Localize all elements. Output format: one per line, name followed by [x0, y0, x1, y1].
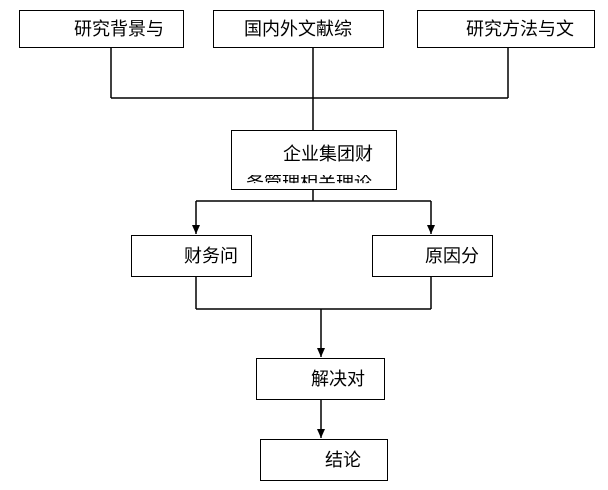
node-literature-review: 国内外文献综 [213, 10, 384, 48]
node-label: 原因分 [425, 246, 479, 267]
node-financial-problems: 财务问 [131, 235, 252, 277]
node-enterprise-group-finance: 企业集团财 务管理相关理论 [231, 130, 397, 190]
node-research-background: 研究背景与 [19, 10, 184, 48]
node-label: 研究背景与 [74, 19, 164, 40]
node-label: 企业集团财 [283, 144, 373, 165]
node-conclusion: 结论 [260, 439, 388, 481]
node-label: 财务问 [184, 246, 238, 267]
node-solutions: 解决对 [256, 358, 385, 400]
node-label: 解决对 [311, 369, 365, 390]
node-cause-analysis: 原因分 [372, 235, 493, 277]
node-label: 国内外文献综 [244, 19, 352, 40]
node-label: 结论 [325, 450, 361, 471]
node-label: 研究方法与文 [466, 19, 574, 40]
node-label-clipped: 务管理相关理论 [246, 173, 372, 190]
node-research-methods: 研究方法与文 [417, 10, 595, 48]
